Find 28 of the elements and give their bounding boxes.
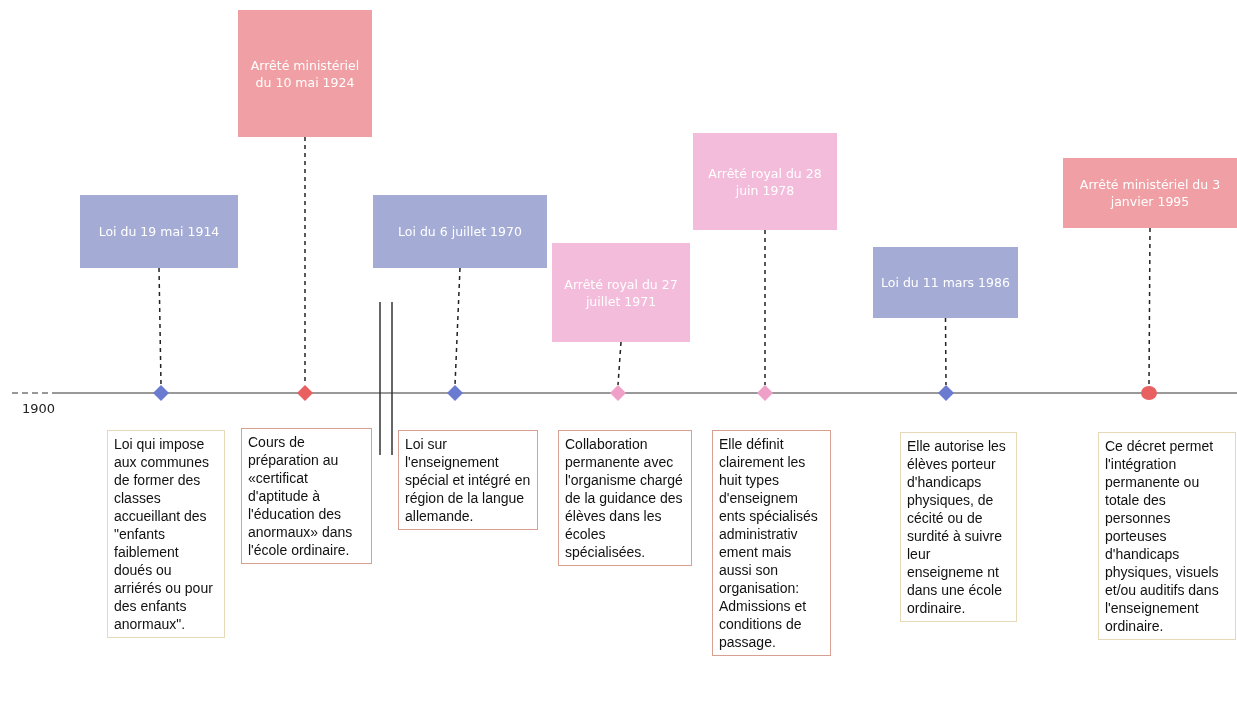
dashed-connector (454, 267, 461, 386)
description-box: Elle autorise les élèves porteur d'handicaps physiques, de cécité ou de surdité à suivre leur enseigneme nt dans une école ordinaire. (900, 432, 1017, 622)
dashed-connector (158, 267, 162, 386)
circle-marker (1141, 385, 1157, 401)
description-box: Loi qui impose aux communes de former des classes accueillant des "enfants faiblement doués ou arriérés ou pour des enfants anormaux". (107, 430, 225, 638)
description-box: Elle définit clairement les huit types d'enseignem ents spécialisés administrativ ement mais aussi son organisation: Admissions et conditions de passage. (712, 430, 831, 656)
dashed-connector (764, 229, 766, 386)
date-box: Loi du 6 juillet 1970 (373, 195, 547, 268)
diamond-marker (447, 385, 463, 401)
diamond-marker (757, 385, 773, 401)
dashed-connector (617, 341, 622, 386)
description-box: Collaboration permanente avec l'organisme chargé de la guidance des élèves dans les écoles spécialisées. (558, 430, 692, 566)
diamond-marker (610, 385, 626, 401)
year-label: 1900 (22, 401, 56, 416)
description-box: Ce décret permet l'intégration permanente ou totale des personnes porteuses d'handicaps physiques, visuels et/ou auditifs dans l'enseignement ordinaire. (1098, 432, 1236, 640)
date-box: Arrêté royal du 27 juillet 1971 (552, 243, 690, 342)
date-box: Arrêté ministériel du 10 mai 1924 (238, 10, 372, 137)
date-box: Loi du 19 mai 1914 (80, 195, 238, 268)
date-box: Arrêté royal du 28 juin 1978 (693, 133, 837, 230)
diamond-marker (938, 385, 954, 401)
description-box: Cours de préparation au «certificat d'aptitude à l'éducation des anormaux» dans l'école ordinaire. (241, 428, 372, 564)
date-box: Loi du 11 mars 1986 (873, 247, 1018, 318)
dashed-connector (1148, 227, 1151, 386)
diamond-marker (153, 385, 169, 401)
diamond-marker (297, 385, 313, 401)
date-box: Arrêté ministériel du 3 janvier 1995 (1063, 158, 1237, 228)
description-box: Loi sur l'enseignement spécial et intégré en région de la langue allemande. (398, 430, 538, 530)
dashed-connector (944, 317, 947, 386)
